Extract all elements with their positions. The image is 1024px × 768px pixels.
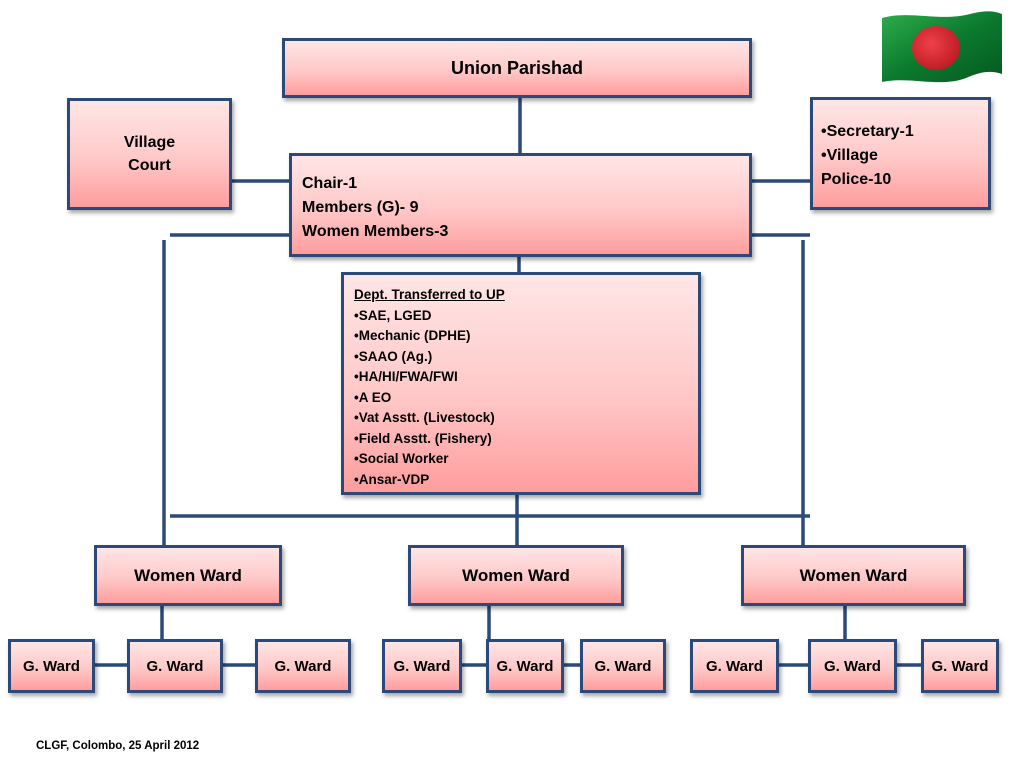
women-ward-label: Women Ward — [462, 565, 570, 585]
g-ward-box: G. Ward — [486, 639, 564, 693]
women-ward-label: Women Ward — [799, 565, 908, 585]
women-ward-box: Women Ward — [94, 545, 282, 606]
women-ward-label: Women Ward — [134, 565, 242, 585]
dept-transferred-box: Dept. Transferred to UP •SAE, LGED •Mech… — [341, 272, 701, 495]
footer-text: CLGF, Colombo, 25 April 2012 — [36, 740, 200, 752]
g-ward-box: G. Ward — [580, 639, 666, 693]
g-ward-label: G. Ward — [146, 657, 204, 675]
union-parishad-box: Union Parishad — [282, 38, 752, 98]
g-ward-label: G. Ward — [594, 657, 652, 675]
dept-item: •SAE, LGED — [354, 307, 432, 323]
village-court-line: Village — [123, 134, 176, 151]
dept-item: •HA/HI/FWA/FWI — [354, 369, 458, 384]
chair-box: Chair-1 Members (G)- 9 Women Members-3 — [289, 153, 752, 257]
g-ward-label: G. Ward — [824, 657, 881, 675]
chair-line: Women Members-3 — [302, 223, 449, 240]
dept-item: •SAAO (Ag.) — [354, 348, 433, 364]
women-ward-box: Women Ward — [741, 545, 966, 606]
dept-item: •Vat Asstt. (Livestock) — [354, 410, 495, 425]
g-ward-box: G. Ward — [255, 639, 351, 693]
dept-item: •Field Asstt. (Fishery) — [354, 430, 492, 446]
chair-line: Members (G)- 9 — [302, 199, 419, 216]
g-ward-box: G. Ward — [690, 639, 779, 693]
village-court-box: Village Court — [67, 98, 232, 210]
g-ward-box: G. Ward — [808, 639, 897, 693]
dept-item: •Social Worker — [354, 451, 449, 466]
secretary-box: •Secretary-1 •Village Police-10 — [810, 97, 991, 210]
dept-heading: Dept. Transferred to UP — [354, 287, 505, 302]
secretary-line: Police-10 — [821, 171, 892, 188]
dept-item: •A EO — [354, 389, 392, 405]
union-parishad-label: Union Parishad — [450, 57, 584, 78]
g-ward-label: G. Ward — [274, 657, 332, 675]
g-ward-label: G. Ward — [706, 657, 763, 675]
g-ward-label: G. Ward — [931, 657, 989, 675]
village-court-line: Court — [128, 157, 171, 174]
g-ward-box: G. Ward — [382, 639, 462, 693]
g-ward-label: G. Ward — [496, 657, 554, 675]
g-ward-box: G. Ward — [921, 639, 999, 693]
g-ward-box: G. Ward — [127, 639, 223, 693]
dept-item: •Mechanic (DPHE) — [354, 328, 471, 343]
secretary-line: •Secretary-1 — [821, 123, 914, 140]
g-ward-label: G. Ward — [393, 657, 451, 675]
g-ward-label: G. Ward — [23, 657, 80, 675]
bangladesh-flag-icon — [882, 11, 1002, 83]
g-ward-box: G. Ward — [8, 639, 95, 693]
chair-line: Chair-1 — [302, 175, 358, 192]
dept-item: •Ansar-VDP — [354, 471, 430, 487]
women-ward-box: Women Ward — [408, 545, 624, 606]
secretary-line: •Village — [821, 147, 878, 164]
